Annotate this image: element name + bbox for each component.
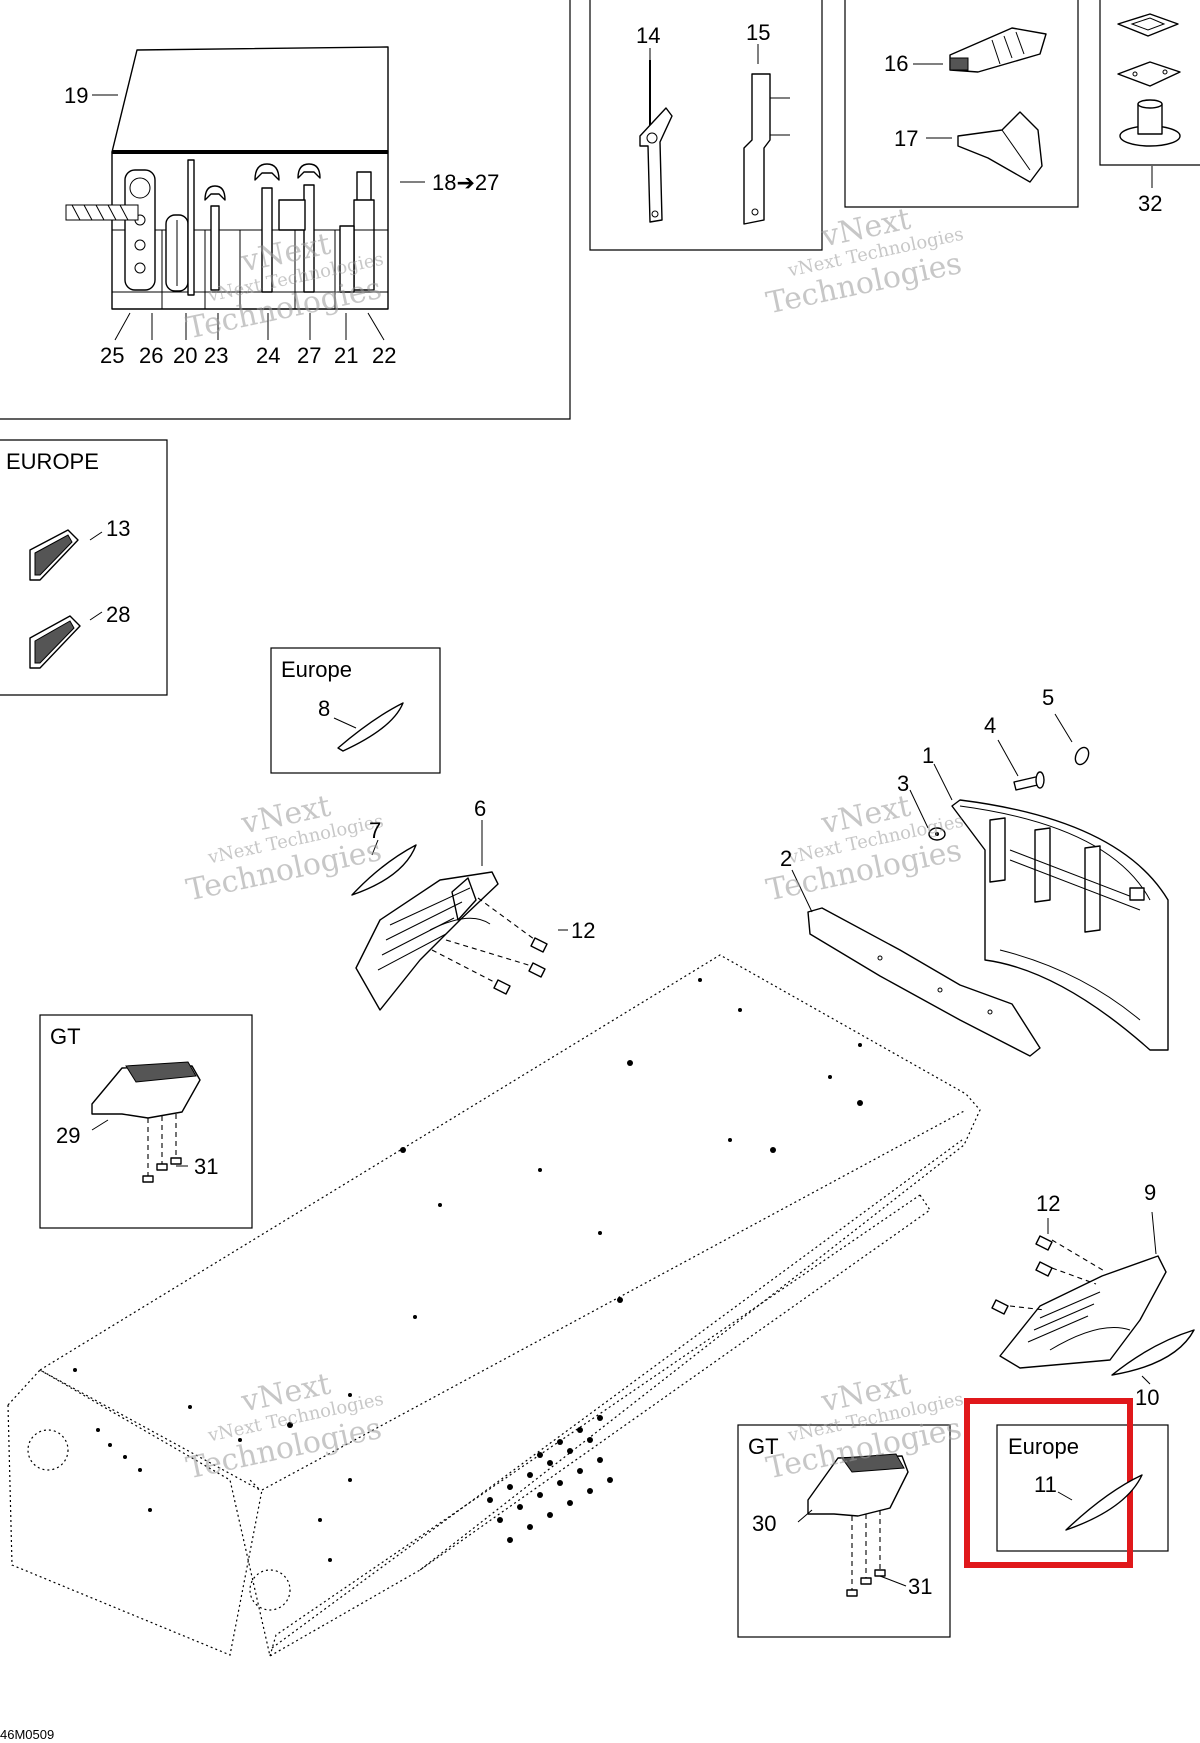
region-label-gt-right: GT — [748, 1434, 779, 1459]
callout-15: 15 — [746, 20, 770, 45]
toolkit-bag — [65, 46, 389, 310]
callout-4: 4 — [984, 713, 996, 738]
callout-10: 10 — [1135, 1385, 1159, 1410]
footpad-29 — [91, 1061, 201, 1183]
frame-europe-11 — [996, 1424, 1169, 1552]
callout-12-left: 12 — [571, 918, 595, 943]
callout-18-27: 18➔27 — [432, 170, 499, 195]
callout-23: 23 — [204, 343, 228, 368]
callout-11: 11 — [1034, 1472, 1057, 1497]
callout-8: 8 — [318, 696, 330, 721]
callout-20: 20 — [173, 343, 197, 368]
callout-27: 27 — [297, 343, 321, 368]
drawing-code: 46M0509 — [0, 1727, 54, 1742]
callout-6: 6 — [474, 796, 486, 821]
reflector-28 — [29, 615, 81, 669]
decal-11 — [1065, 1474, 1143, 1531]
callout-7: 7 — [369, 818, 381, 843]
callout-22: 22 — [372, 343, 396, 368]
nut-5 — [1074, 746, 1090, 766]
watermark-4: vNext vNext Technologies Technologies — [763, 789, 965, 909]
callout-21: 21 — [334, 343, 358, 368]
callout-19: 19 — [64, 83, 88, 108]
footpad-30 — [807, 1453, 909, 1597]
callout-24: 24 — [256, 343, 280, 368]
fastener-32 — [1117, 13, 1181, 147]
screws-12-left — [493, 937, 548, 995]
bracket-15 — [743, 73, 790, 225]
watermark-2: vNext vNext Technologies Technologies — [763, 202, 965, 322]
frame-europe-reflectors — [0, 439, 168, 696]
frame-strap — [844, 0, 1079, 208]
callout-29: 29 — [56, 1123, 80, 1148]
decal-7 — [351, 844, 417, 896]
frame-brackets — [589, 0, 823, 251]
callout-14: 14 — [636, 23, 660, 48]
region-label-gt-left: GT — [50, 1024, 81, 1049]
frame-gt-right — [737, 1424, 951, 1638]
callout-31-left: 31 — [194, 1154, 218, 1179]
rivet-4 — [1013, 771, 1045, 791]
snowflap-1 — [951, 799, 1169, 1051]
callout-28: 28 — [106, 602, 130, 627]
region-label-europe-11: Europe — [1008, 1434, 1079, 1459]
callout-32: 32 — [1138, 191, 1162, 216]
callout-1: 1 — [922, 743, 934, 768]
bracket-14 — [639, 60, 673, 223]
callout-25: 25 — [100, 343, 124, 368]
callout-9: 9 — [1144, 1180, 1156, 1205]
callout-30: 30 — [752, 1511, 776, 1536]
footrest-9 — [991, 1235, 1167, 1369]
clip-17 — [957, 111, 1043, 183]
mudguard-2 — [807, 907, 1041, 1057]
callout-31-right: 31 — [908, 1574, 932, 1599]
footrest-6 — [355, 871, 539, 1011]
frame-fastener — [1099, 0, 1200, 166]
callout-16: 16 — [884, 51, 908, 76]
watermark-5: vNext vNext Technologies Technologies — [183, 1367, 385, 1487]
frame-gt-left — [39, 1014, 253, 1229]
decal-10 — [1111, 1329, 1195, 1376]
region-label-europe-top: EUROPE — [6, 449, 99, 474]
frame-europe-8 — [270, 647, 441, 774]
callout-3: 3 — [897, 771, 909, 796]
region-label-europe-8: Europe — [281, 657, 352, 682]
callout-12-right: 12 — [1036, 1191, 1060, 1216]
callout-5: 5 — [1042, 685, 1054, 710]
washer-3 — [928, 827, 946, 841]
decal-8 — [337, 702, 404, 752]
leader-lines — [89, 44, 1157, 1587]
callout-13: 13 — [106, 516, 130, 541]
strap-16 — [949, 27, 1047, 73]
callout-17: 17 — [894, 126, 918, 151]
callout-26: 26 — [139, 343, 163, 368]
frame-toolkit — [0, 0, 571, 420]
reflector-13 — [29, 529, 79, 581]
callout-2: 2 — [780, 846, 792, 871]
tunnel — [7, 954, 981, 1657]
